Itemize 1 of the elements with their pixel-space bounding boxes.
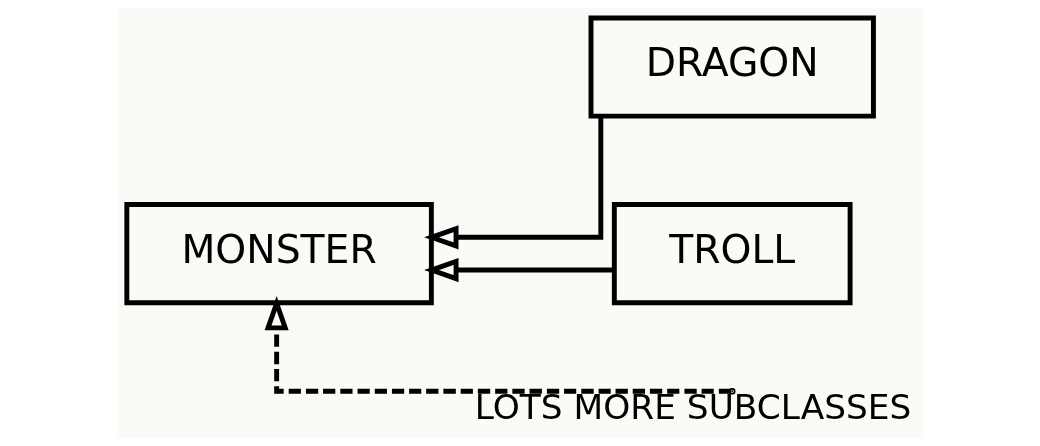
edge-label: LOTS MORE SUBCLASSES xyxy=(474,386,911,427)
